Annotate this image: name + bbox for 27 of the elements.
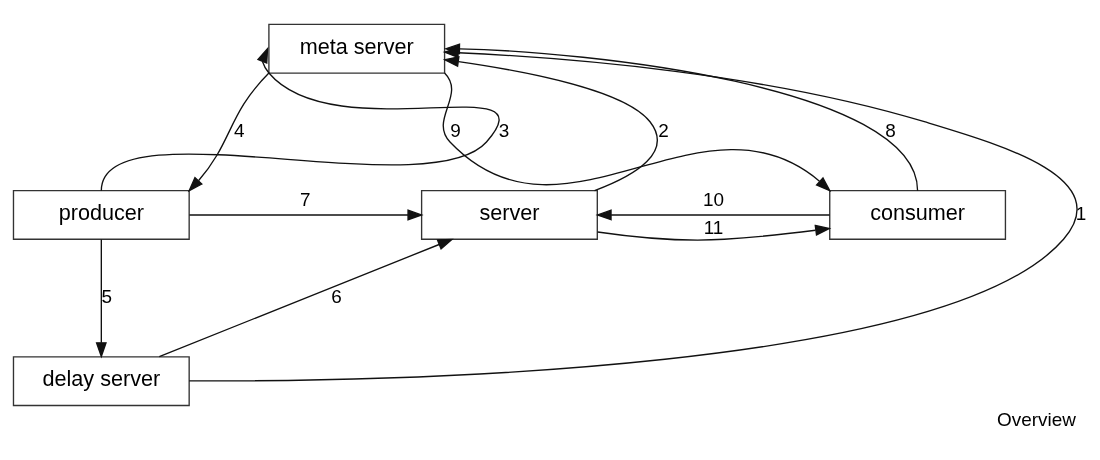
arrow <box>100 46 499 191</box>
edge-label: 10 <box>703 188 725 210</box>
arrow <box>596 224 832 241</box>
edge-label: 5 <box>101 285 112 307</box>
edge-label: 4 <box>233 119 245 141</box>
node-box: meta server <box>268 23 446 74</box>
edge-label: 6 <box>331 285 342 307</box>
arrow <box>442 71 832 192</box>
arrow <box>595 208 831 221</box>
edge-label: 11 <box>703 216 724 238</box>
node-box: producer <box>12 189 190 240</box>
arrow <box>95 238 107 358</box>
arrow <box>188 46 1078 382</box>
edge-label: 8 <box>885 119 896 141</box>
edge-label: 9 <box>450 119 461 141</box>
arrow <box>158 238 454 357</box>
edge-label: 2 <box>658 119 669 141</box>
edge-label: 1 <box>1075 202 1087 224</box>
edge-label: 3 <box>498 119 510 141</box>
caption: Overview <box>997 408 1076 430</box>
arrow <box>442 55 658 191</box>
edge-label: 7 <box>300 188 311 210</box>
arrow <box>187 71 270 192</box>
arrow <box>188 208 424 221</box>
node-box: server <box>420 189 598 240</box>
node-box: delay server <box>12 355 190 406</box>
node-box: consumer <box>829 189 1007 240</box>
